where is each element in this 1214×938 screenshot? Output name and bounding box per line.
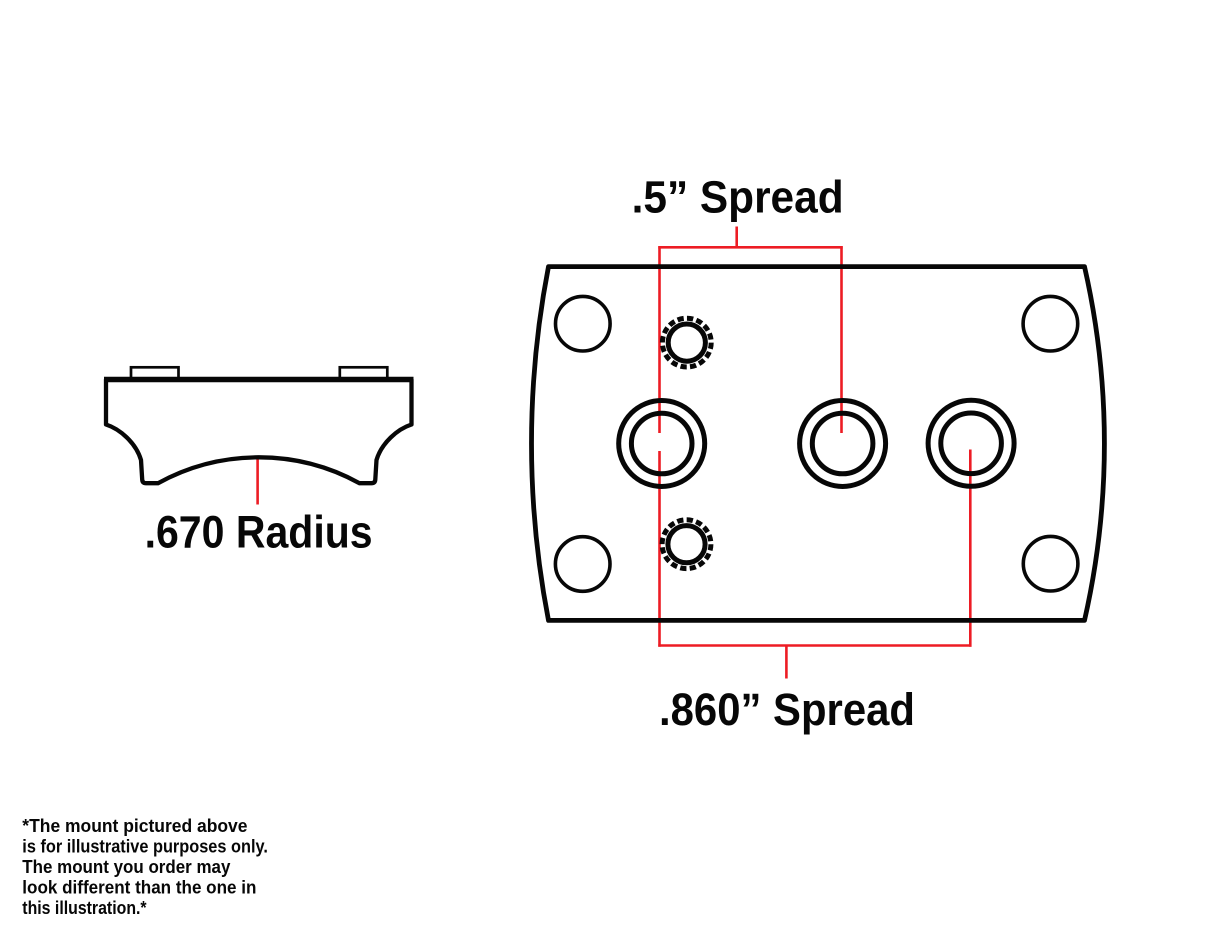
svg-text:.670 Radius: .670 Radius <box>145 507 373 558</box>
svg-text:this illustration.*: this illustration.* <box>22 898 146 918</box>
svg-text:.860” Spread: .860” Spread <box>659 684 915 735</box>
svg-text:is for illustrative purposes o: is for illustrative purposes only. <box>22 837 268 857</box>
svg-text:The mount you order may: The mount you order may <box>22 857 230 877</box>
svg-text:look different than the one in: look different than the one in <box>22 877 256 897</box>
svg-text:.5” Spread: .5” Spread <box>632 172 844 223</box>
svg-text:*The mount pictured above: *The mount pictured above <box>22 816 247 836</box>
